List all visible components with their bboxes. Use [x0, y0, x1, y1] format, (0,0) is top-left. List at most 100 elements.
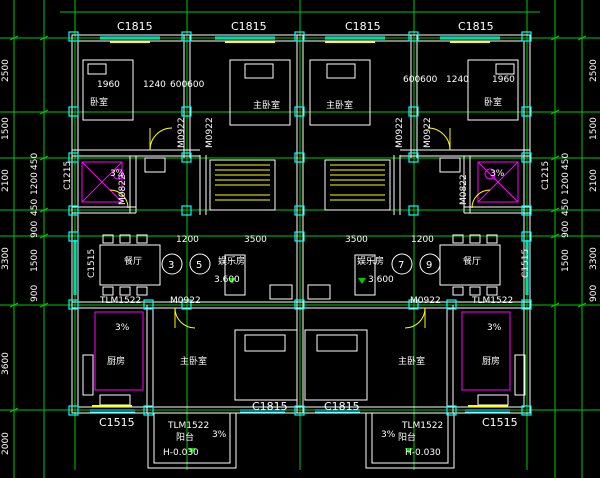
room-dining-right: 餐厅 — [463, 255, 481, 267]
left-vdim-5: 2100 — [1, 169, 11, 192]
window-label-bottom-1: C1515 — [99, 416, 135, 429]
door-tlm1522-br: TLM1522 — [401, 421, 443, 431]
kitchens — [94, 311, 511, 391]
door-m0922-tl: M0922 — [177, 117, 187, 148]
axis-7: 7 — [398, 260, 404, 271]
axis-9: 9 — [426, 260, 432, 271]
room-balcony-left: 阳台 — [176, 431, 194, 443]
bathroom-fixtures — [81, 161, 519, 203]
dim-1960-right: 1960 — [492, 75, 515, 85]
windows — [73, 36, 529, 413]
room-master-bedroom-3: 主卧室 — [180, 355, 207, 367]
columns — [68, 31, 532, 416]
room-balcony-right: 阳台 — [398, 431, 416, 443]
room-dining-left: 餐厅 — [124, 255, 142, 267]
dim-600600-right: 600600 — [403, 75, 438, 85]
left-vdim-12: 2000 — [1, 432, 11, 455]
door-m0822-right: M0822 — [459, 174, 469, 205]
window-label-top-3: C1815 — [345, 20, 381, 33]
dim-1200-right: 1200 — [411, 235, 434, 245]
dimension-ticks — [9, 35, 587, 413]
right-vdim-5: 2100 — [589, 169, 599, 192]
door-m0922-tc: M0922 — [205, 117, 215, 148]
door-swings — [109, 127, 491, 329]
door-m0922-mr: M0922 — [410, 296, 441, 306]
dim-600600-left: 600600 — [170, 80, 205, 90]
slope-balcony-right: 3% — [381, 430, 396, 440]
dim-1240-left: 1240 — [143, 80, 166, 90]
dim-1200-left: 1200 — [176, 235, 199, 245]
window-label-top-2: C1815 — [231, 20, 267, 33]
right-vdim-1: 2500 — [589, 59, 599, 82]
window-label-bottom-2: C1815 — [252, 400, 288, 413]
room-bedroom-left: 卧室 — [90, 96, 108, 108]
kitchen-counters — [82, 354, 526, 406]
left-vdim-11: 3600 — [1, 352, 11, 375]
elevation-right: 3.600 — [368, 275, 394, 285]
dim-1960-left: 1960 — [97, 80, 120, 90]
dim-3500-left: 3500 — [244, 235, 267, 245]
right-vdim-9: 1500 — [561, 249, 571, 272]
left-vdim-2: 1500 — [1, 117, 11, 140]
window-label-top-4: C1815 — [458, 20, 494, 33]
door-tlm1522-bl: TLM1522 — [167, 421, 209, 431]
balcony-elevation-left: H-0.030 — [163, 448, 199, 458]
right-vdim-7: 900 — [561, 221, 571, 238]
left-vdim-4: 1200 — [30, 172, 40, 195]
beds — [82, 59, 519, 401]
slope-kitchen-left: 3% — [115, 323, 130, 333]
left-vdim-6: 450 — [30, 199, 40, 216]
elevation-left: 3.600 — [214, 275, 240, 285]
window-label-bottom-3: C1815 — [324, 400, 360, 413]
staircases — [209, 159, 391, 211]
door-m0922-ml: M0922 — [170, 296, 201, 306]
right-vdim-3: 450 — [561, 153, 571, 170]
balcony-elevation-right: H-0.030 — [405, 448, 441, 458]
window-label-bottom-4: C1515 — [482, 416, 518, 429]
slope-balcony-left: 3% — [212, 430, 227, 440]
left-vdim-10: 900 — [30, 285, 40, 302]
room-bedroom-right: 卧室 — [484, 96, 502, 108]
room-master-bedroom-1: 主卧室 — [253, 99, 280, 111]
window-c1515-right-side: C1515 — [521, 249, 531, 278]
right-vdim-8: 3300 — [589, 247, 599, 270]
window-sills — [92, 41, 508, 407]
window-label-top-1: C1815 — [117, 20, 153, 33]
right-vdim-4: 1200 — [561, 172, 571, 195]
window-c1215-left: C1215 — [63, 161, 73, 190]
door-m0922-tr1: M0922 — [395, 117, 405, 148]
door-m0922-tr2: M0922 — [423, 117, 433, 148]
slope-kitchen-right: 3% — [487, 323, 502, 333]
room-master-bedroom-4: 主卧室 — [398, 355, 425, 367]
door-tlm1522-tr: TLM1522 — [471, 296, 513, 306]
axis-3: 3 — [168, 260, 174, 271]
room-entertainment-right: 娱乐房 — [357, 255, 384, 267]
axis-bubbles — [161, 253, 441, 275]
elevation-markers — [188, 278, 413, 454]
room-kitchen-right: 厨房 — [482, 355, 500, 367]
sinks — [144, 157, 461, 173]
slope-bath-left: 3% — [110, 169, 125, 179]
right-vdim-10: 900 — [589, 285, 599, 302]
axis-5: 5 — [196, 260, 202, 271]
slope-bath-right: 3% — [490, 169, 505, 179]
room-entertainment-left: 娱乐房 — [218, 255, 245, 267]
door-m0822-left: M0822 — [118, 174, 128, 205]
walls — [71, 34, 531, 469]
left-vdim-3: 450 — [30, 153, 40, 170]
door-tlm1522-tl: TLM1522 — [99, 296, 141, 306]
right-vdim-6: 450 — [561, 199, 571, 216]
room-kitchen-left: 厨房 — [107, 355, 125, 367]
left-vdim-9: 1500 — [30, 249, 40, 272]
window-c1515-left-side: C1515 — [87, 249, 97, 278]
right-vdim-2: 1500 — [589, 117, 599, 140]
left-vdim-8: 3300 — [1, 247, 11, 270]
left-vdim-7: 900 — [30, 221, 40, 238]
window-c1215-right: C1215 — [541, 161, 551, 190]
left-vdim-1: 2500 — [1, 59, 11, 82]
dim-3500-right: 3500 — [345, 235, 368, 245]
dim-1240-right: 1240 — [446, 75, 469, 85]
room-master-bedroom-2: 主卧室 — [326, 99, 353, 111]
